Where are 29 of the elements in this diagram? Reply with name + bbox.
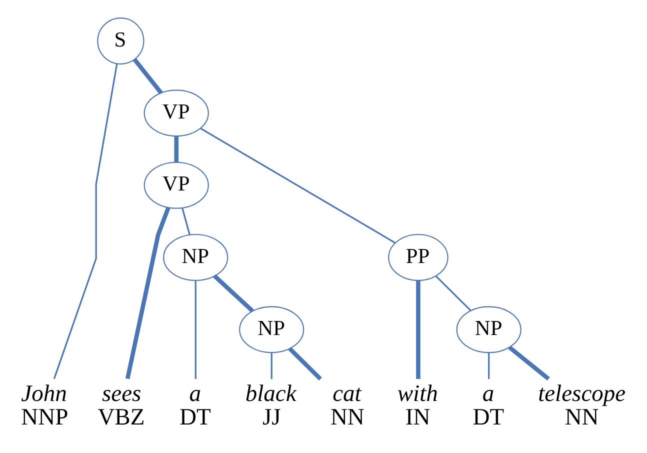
connector [174, 136, 178, 162]
connector [270, 352, 272, 380]
node-text: sees VBZ [98, 381, 145, 431]
node-ellipse: NP [456, 306, 522, 354]
node-circle: S [97, 18, 144, 64]
connector [488, 352, 490, 380]
node-text: black JJ [245, 381, 296, 431]
connector [200, 128, 396, 244]
connector [132, 58, 163, 94]
node-text: telescope NN [538, 381, 626, 431]
node-ellipse: PP [388, 234, 448, 281]
connector [416, 280, 420, 379]
node-text: John NNP [21, 381, 68, 431]
connector [508, 346, 550, 381]
node-text: cat NN [330, 381, 364, 431]
node-ellipse: VP [144, 90, 209, 137]
connector [212, 274, 254, 313]
node-text: a DT [180, 381, 211, 431]
connector [288, 346, 322, 381]
node-ellipse: NP [239, 306, 304, 354]
node-ellipse: VP [144, 162, 209, 209]
node-ellipse: NP [163, 234, 228, 281]
connector [435, 275, 472, 312]
connector [181, 208, 191, 236]
connector [53, 64, 118, 380]
node-text: with IN [397, 381, 438, 431]
connector [194, 280, 196, 379]
node-text: a DT [472, 381, 504, 431]
connector [125, 206, 170, 380]
